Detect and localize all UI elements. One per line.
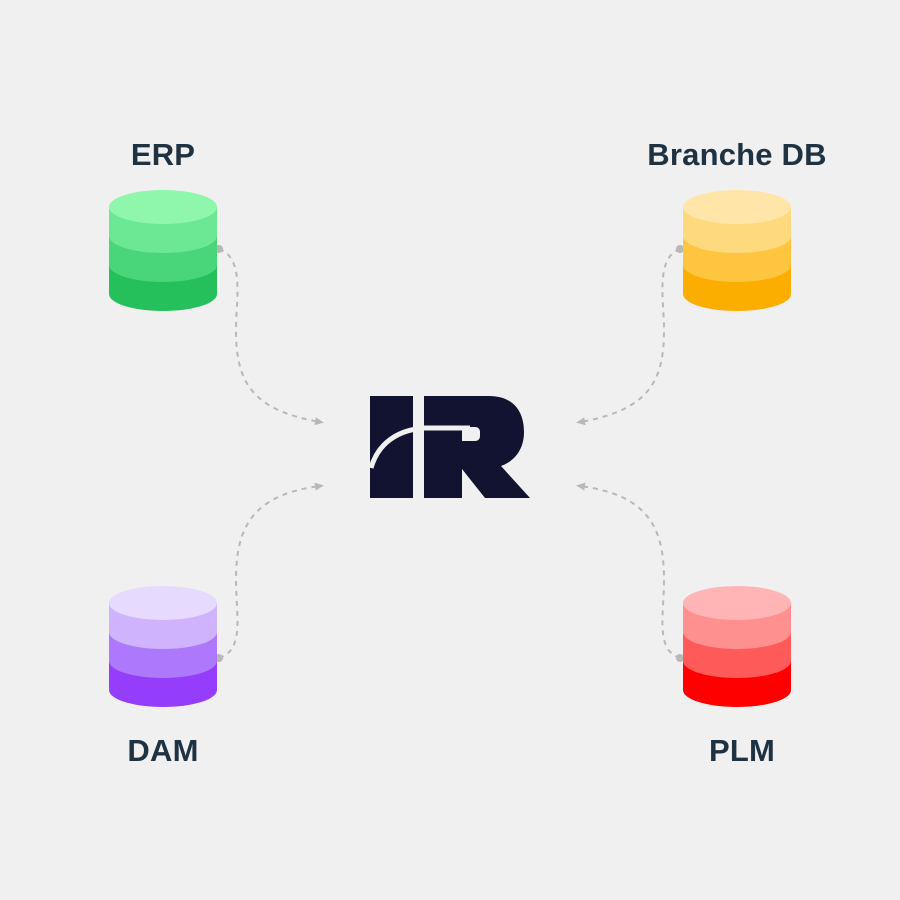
label-plm: PLM [708, 733, 776, 768]
database-icon-branche-db [683, 190, 791, 311]
connector-branche-db [576, 248, 681, 426]
database-icon-plm [683, 586, 791, 707]
label-dam: DAM [127, 733, 199, 768]
connector-dot-plm [676, 654, 684, 662]
ir-logo-swoosh [368, 425, 470, 469]
connector-dam [218, 482, 324, 659]
label-branche-db: Branche DB [647, 137, 827, 172]
connectors [218, 248, 681, 659]
ir-logo-icon [368, 396, 530, 498]
database-top [683, 190, 791, 224]
ir-logo-shape [370, 396, 530, 498]
database-top [109, 190, 217, 224]
database-icon-dam [109, 586, 217, 707]
database-icon-erp [109, 190, 217, 311]
connector-dot-branche-db [676, 245, 684, 253]
label-erp: ERP [130, 137, 196, 172]
connector-erp [218, 248, 324, 426]
database-top [109, 586, 217, 620]
connector-plm [576, 482, 681, 659]
database-top [683, 586, 791, 620]
